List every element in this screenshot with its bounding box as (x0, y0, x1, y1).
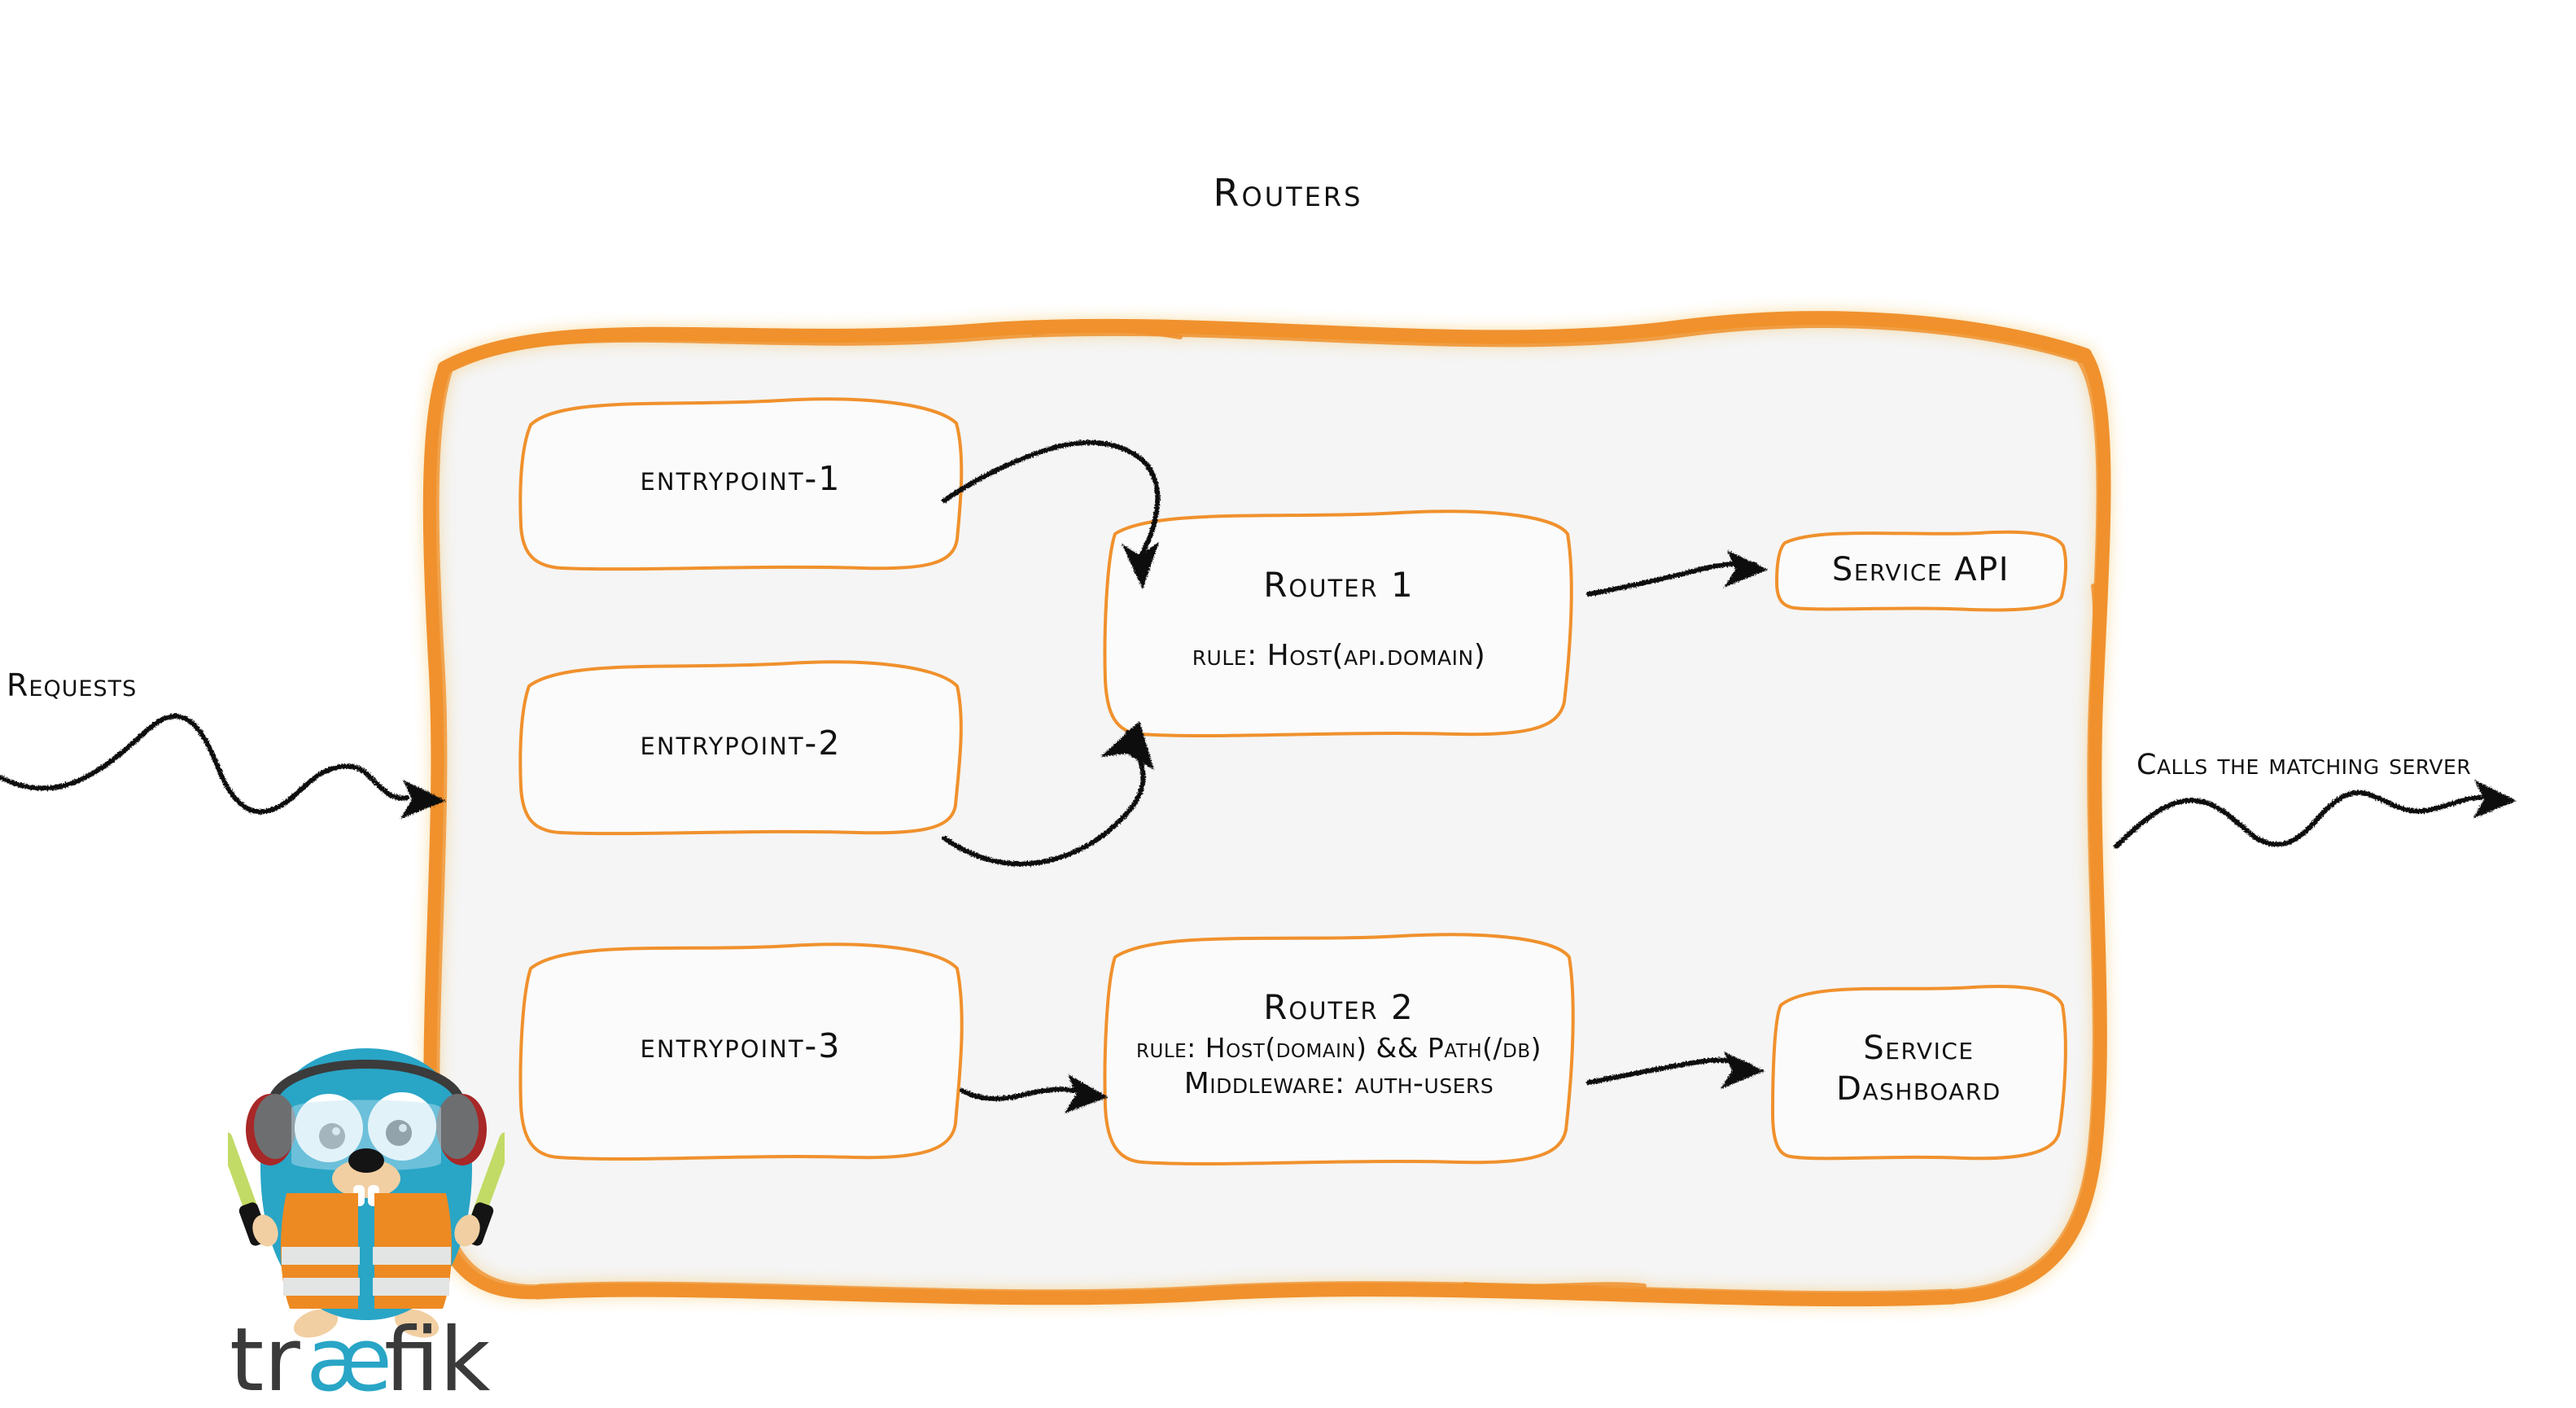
page-title: Routers (1213, 171, 1363, 215)
gopher-eyes (295, 1092, 436, 1162)
gopher-feet (293, 1309, 440, 1338)
router-2-box[interactable]: Router 2 rule: Host(domain) && Path(/db)… (1099, 920, 1579, 1168)
requests-label: Requests (7, 667, 138, 703)
router-1-box[interactable]: Router 1 rule: Host(api.domain) (1099, 496, 1579, 741)
svg-text:tr: tr (230, 1310, 300, 1408)
gopher-headphones (246, 1060, 487, 1165)
traefik-wordmark: tr æ fik (230, 1310, 491, 1408)
svg-text:æ: æ (306, 1310, 392, 1408)
entrypoint-1-box[interactable]: entrypoint-1 (513, 383, 969, 574)
traefik-logo: tr æ fik (228, 1034, 505, 1408)
svg-text:fik: fik (384, 1310, 491, 1408)
calls-matching-server-label: Calls the matching server (2136, 749, 2472, 781)
gopher-goggles (291, 1100, 441, 1171)
arrow-calls-matching-server (2114, 789, 2483, 849)
service-api-box[interactable]: Service API (1770, 525, 2071, 614)
service-dashboard-box[interactable]: Service Dashboard (1766, 973, 2071, 1164)
gopher-hands (252, 1214, 480, 1247)
entrypoint-3-box[interactable]: entrypoint-3 (513, 928, 969, 1164)
arrowhead-calls-matching-server (2473, 780, 2517, 819)
gopher-safety-vest (280, 1193, 453, 1309)
arrow-requests (0, 713, 409, 815)
entrypoint-2-box[interactable]: entrypoint-2 (513, 647, 969, 838)
